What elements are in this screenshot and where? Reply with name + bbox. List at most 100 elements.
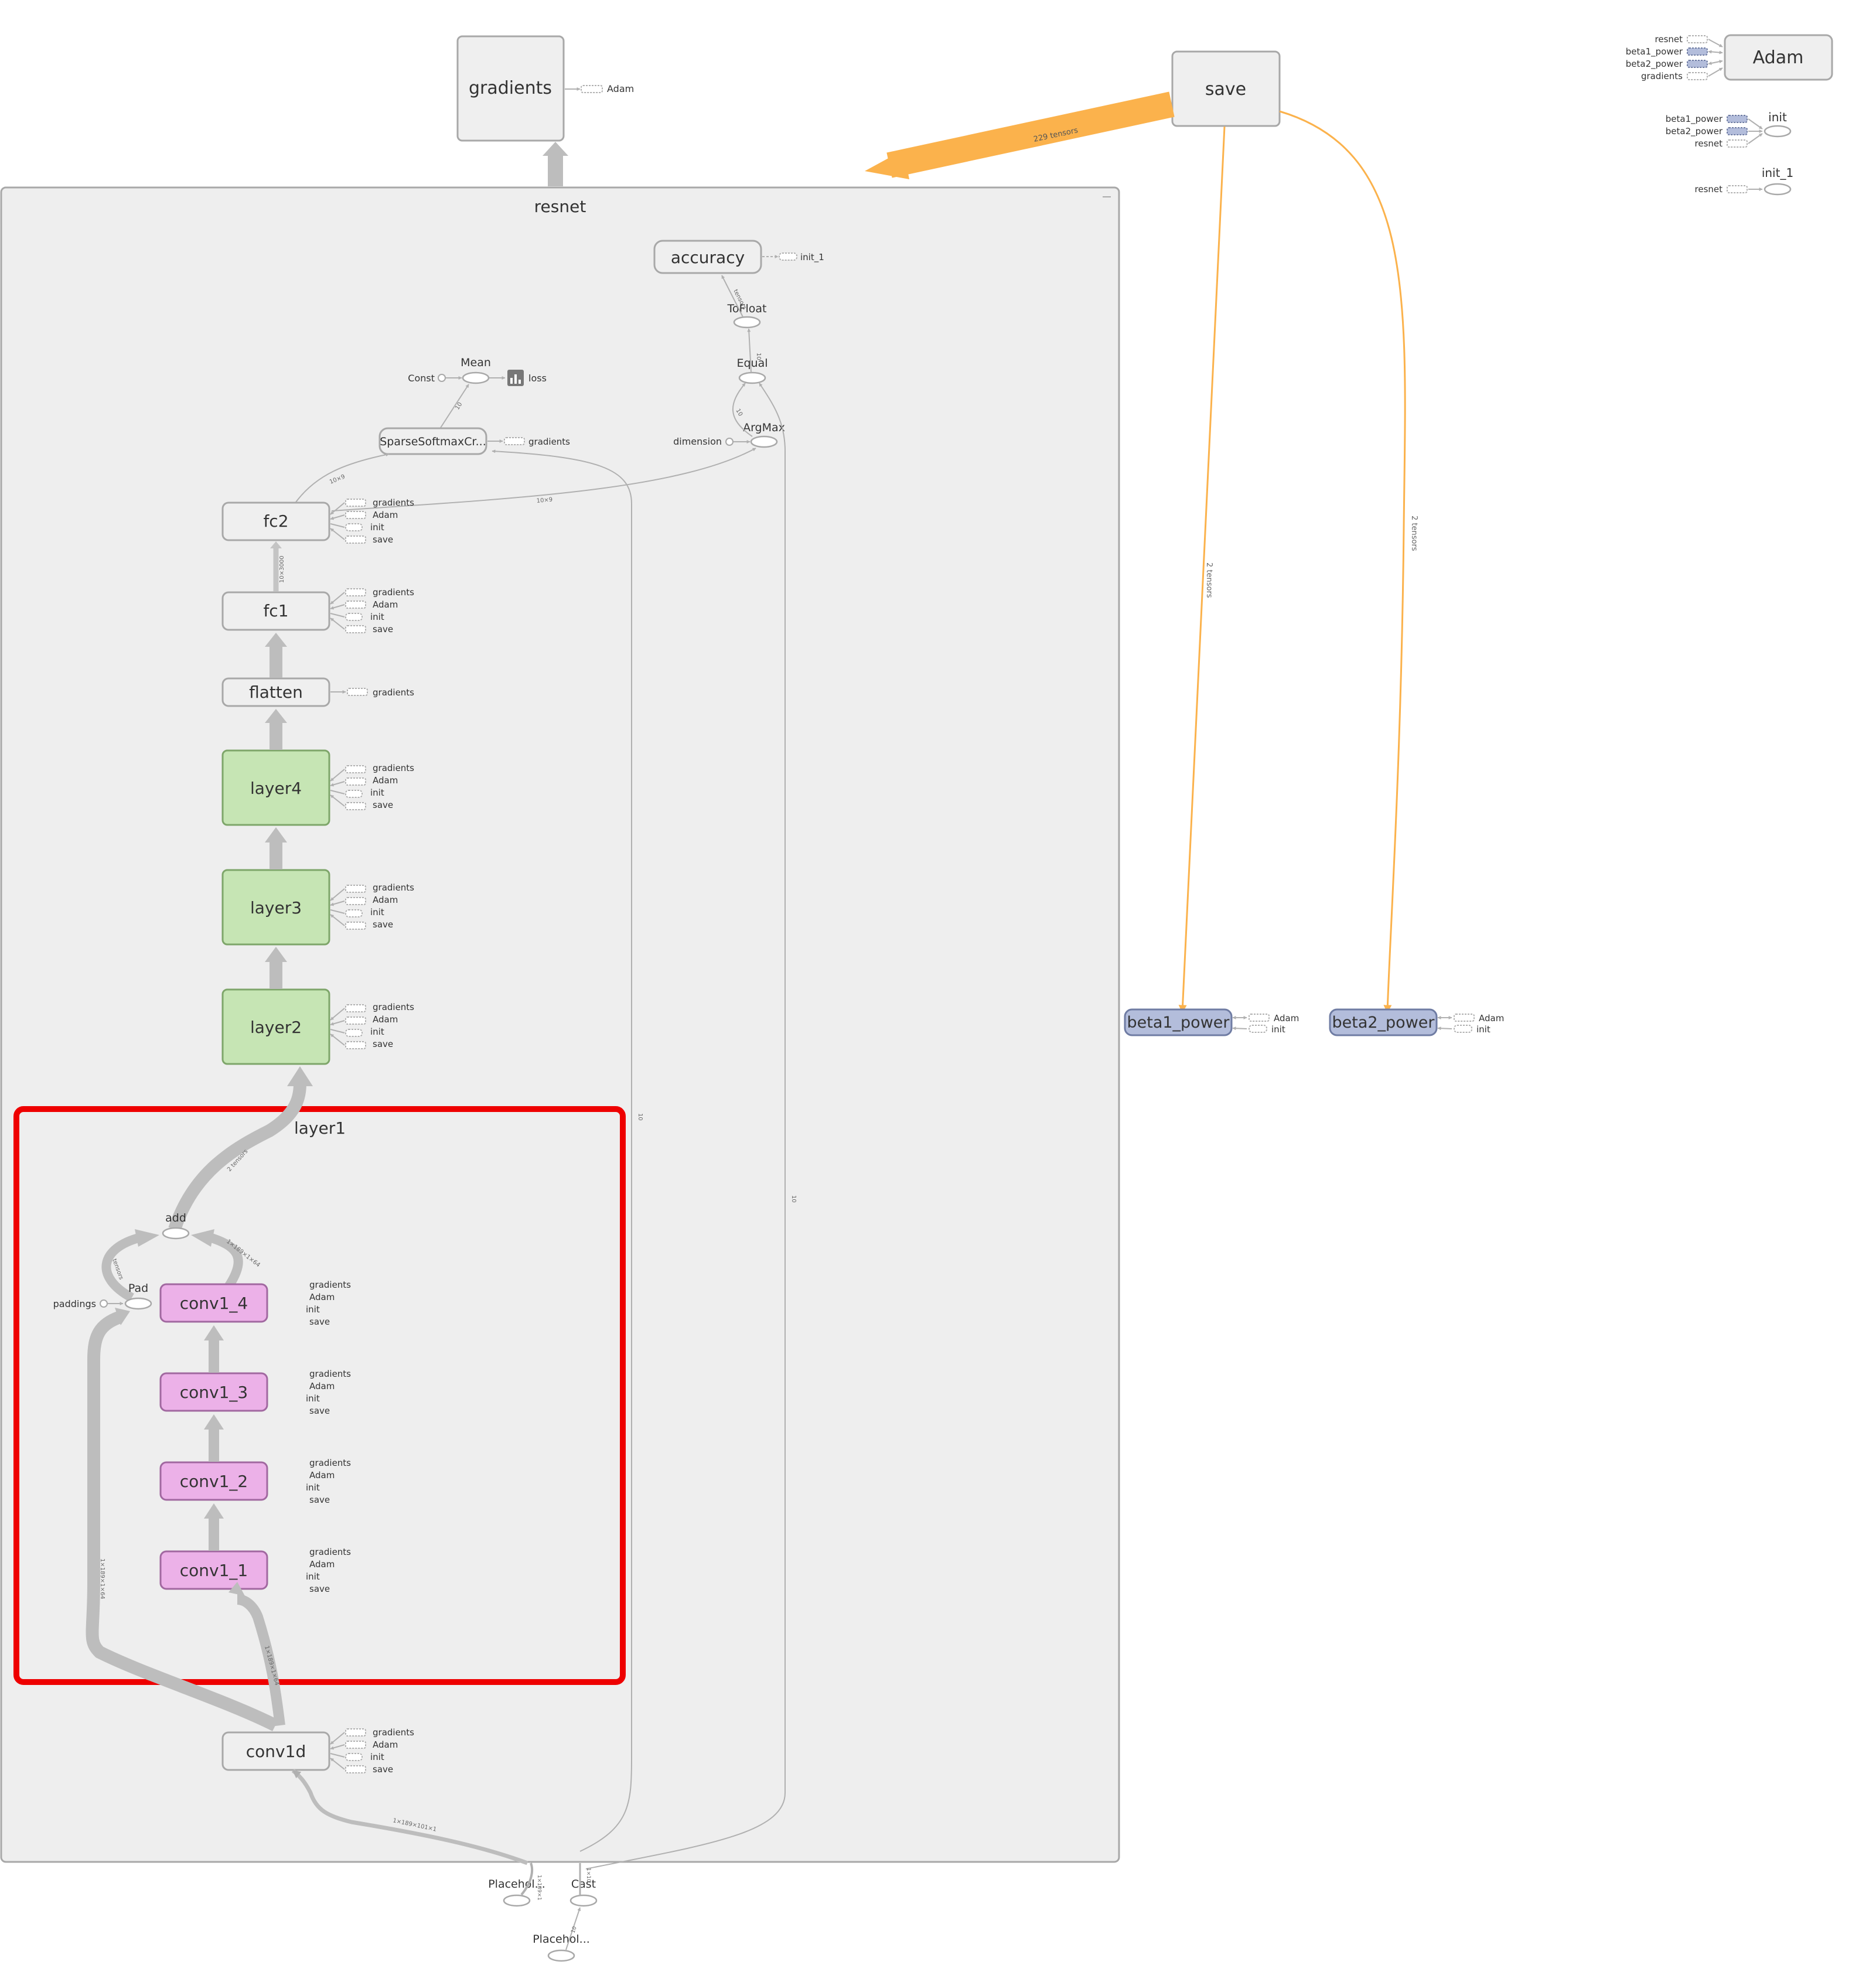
aux-connector-icon xyxy=(345,1041,366,1049)
gradients-aux-adam[interactable]: Adam xyxy=(565,83,634,94)
dimension-node[interactable]: dimension xyxy=(673,436,751,447)
cast-label: Cast xyxy=(571,1878,596,1891)
svg-text:beta2_power: beta2_power xyxy=(1626,59,1683,70)
init-node[interactable]: init xyxy=(1764,110,1792,138)
aux-connector-icon xyxy=(345,499,366,507)
svg-text:gradients: gradients xyxy=(309,1280,351,1290)
aux-connector-icon xyxy=(345,909,363,917)
beta2-power-node[interactable]: beta2_power xyxy=(1329,1008,1438,1036)
layer4-node[interactable]: layer4 xyxy=(221,749,330,826)
equal-node[interactable]: Equal xyxy=(736,357,768,384)
pad-label: Pad xyxy=(128,1282,148,1295)
adam-node[interactable]: Adam xyxy=(1724,34,1833,81)
cast-node[interactable]: Cast xyxy=(569,1878,598,1907)
accuracy-node[interactable]: accuracy xyxy=(653,240,762,274)
edge-ph1-label: 1×189×1 xyxy=(536,1875,542,1901)
fc1-aux: gradients Adam init save xyxy=(370,587,414,634)
aux-edge xyxy=(330,790,345,794)
equal-label: Equal xyxy=(736,357,768,370)
svg-text:init: init xyxy=(370,787,384,798)
aux-edge xyxy=(330,1753,345,1758)
flatten-node[interactable]: flatten xyxy=(221,677,330,707)
edge-ph2-label: 10 xyxy=(570,1926,578,1934)
loss-label: loss xyxy=(528,373,547,384)
pad-node[interactable]: Pad xyxy=(124,1282,152,1310)
beta1-power-node[interactable]: beta1_power xyxy=(1124,1008,1233,1036)
svg-text:save: save xyxy=(373,1039,393,1049)
placeholder-2-node[interactable]: Placehol... xyxy=(533,1933,590,1962)
aux-edge xyxy=(330,909,345,914)
layer3-label: layer3 xyxy=(250,898,302,917)
conv1-4-node[interactable]: conv1_4 xyxy=(159,1283,268,1323)
layer4-label: layer4 xyxy=(250,779,302,798)
layer1-title: layer1 xyxy=(294,1118,346,1138)
edge-save-beta2-label: 2 tensors xyxy=(1410,516,1418,551)
add-node[interactable]: add xyxy=(162,1212,190,1240)
init-1-label: init_1 xyxy=(1762,166,1793,180)
save-label: save xyxy=(1205,79,1246,100)
aux-connector-icon xyxy=(345,1004,366,1012)
conv1-1-node[interactable]: conv1_1 xyxy=(159,1550,268,1590)
adam-inputs: resnet beta1_power beta2_power gradients xyxy=(1626,34,1723,81)
layer3-node[interactable]: layer3 xyxy=(221,869,330,946)
aux-edge xyxy=(330,1758,345,1770)
svg-text:save: save xyxy=(373,534,393,545)
loss-summary[interactable]: loss xyxy=(489,370,547,386)
edge-conv14-add xyxy=(208,1233,243,1290)
svg-text:Adam: Adam xyxy=(373,1014,398,1025)
aux-connector-icon xyxy=(345,1029,363,1037)
svg-text:save: save xyxy=(309,1316,330,1327)
layer2-aux: gradients Adam init save xyxy=(370,1002,414,1049)
const-label: Const xyxy=(408,373,435,384)
aux-connector-icon xyxy=(345,613,363,621)
aux-edge xyxy=(330,604,345,610)
layer2-node[interactable]: layer2 xyxy=(221,988,330,1065)
edge-conv1d-conv11 xyxy=(237,1594,285,1727)
paddings-label: paddings xyxy=(53,1298,96,1309)
aux-edge xyxy=(330,1732,345,1745)
svg-text:resnet: resnet xyxy=(1695,138,1723,149)
edge-fc1-fc2-label: 10×3000 xyxy=(279,555,285,583)
gradients-node[interactable]: gradients xyxy=(456,35,565,142)
fc1-node[interactable]: fc1 xyxy=(221,591,330,631)
conv1-3-node[interactable]: conv1_3 xyxy=(159,1372,268,1412)
sparse-softmax-node[interactable]: SparseSoftmaxCr... xyxy=(378,427,487,455)
layer3-aux: gradients Adam init save xyxy=(370,882,414,930)
svg-text:init: init xyxy=(1271,1024,1285,1035)
mean-node[interactable]: Mean xyxy=(461,356,491,384)
argmax-node[interactable]: ArgMax xyxy=(743,421,785,448)
layer1-group[interactable]: layer1 xyxy=(13,1106,626,1685)
fc2-node[interactable]: fc2 xyxy=(221,502,330,541)
aux-edge xyxy=(330,769,345,782)
argmax-label: ArgMax xyxy=(743,421,785,434)
init-1-node[interactable]: init_1 xyxy=(1762,166,1793,196)
aux-connector-icon xyxy=(345,1765,366,1773)
svg-text:Adam: Adam xyxy=(309,1470,335,1480)
aux-connector-icon xyxy=(345,1741,366,1749)
svg-text:init: init xyxy=(370,1752,384,1762)
aux-edge xyxy=(330,914,345,926)
aux-connector-icon xyxy=(345,511,366,519)
mean-label: Mean xyxy=(461,356,491,369)
aux-edge xyxy=(330,514,345,520)
paddings-node[interactable]: paddings xyxy=(53,1298,124,1309)
conv1-2-node[interactable]: conv1_2 xyxy=(159,1461,268,1501)
aux-edge xyxy=(330,794,345,807)
sparse-aux: gradients xyxy=(487,436,570,447)
gradients-aux-label: Adam xyxy=(607,83,634,94)
svg-text:beta1_power: beta1_power xyxy=(1666,114,1723,125)
save-node[interactable]: save xyxy=(1171,50,1281,127)
edge-save-resnet: 229 tensors xyxy=(865,91,1175,179)
aux-edge xyxy=(330,618,345,630)
edge-cast-sparse xyxy=(492,449,632,1852)
const-node[interactable]: Const xyxy=(408,373,462,384)
aux-edge xyxy=(330,781,345,787)
conv1-3-label: conv1_3 xyxy=(180,1383,248,1402)
svg-text:resnet: resnet xyxy=(1695,184,1723,195)
aux-edge xyxy=(330,502,345,515)
svg-text:Adam: Adam xyxy=(373,599,398,610)
conv1d-node[interactable]: conv1d xyxy=(221,1731,330,1771)
aux-connector-icon xyxy=(345,1016,366,1025)
edge-save-beta2 xyxy=(1279,110,1406,1014)
